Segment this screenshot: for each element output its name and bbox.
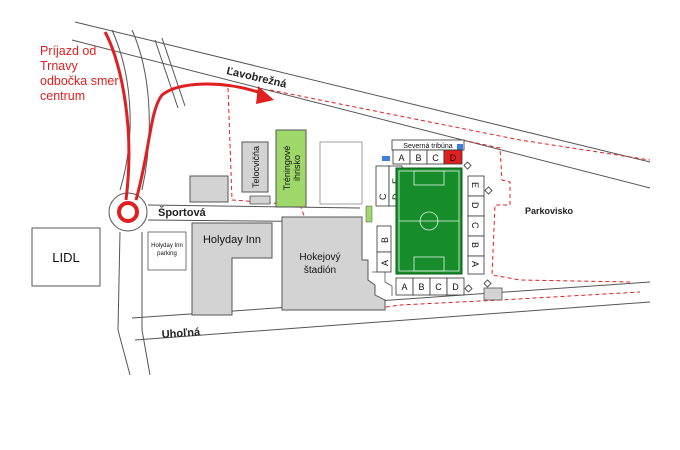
parking-label-1: Holyday Inn bbox=[151, 243, 183, 249]
west-sector-A-label: A bbox=[380, 260, 390, 266]
parking-label-2: parking bbox=[157, 251, 177, 257]
pitch-markings bbox=[398, 170, 460, 272]
south-sector-D[interactable] bbox=[446, 277, 465, 296]
east-sector-A-label: A bbox=[470, 261, 480, 267]
south-sector-C-label: C bbox=[435, 282, 442, 292]
telocvicna-label: Telocvičňa bbox=[251, 146, 261, 188]
holyday-inn-parking bbox=[147, 231, 187, 271]
south-sector-D-label: D bbox=[452, 282, 459, 292]
north-sector-D-label: D bbox=[450, 153, 457, 163]
route-line-2: Trnavy bbox=[40, 59, 78, 73]
north-sector-C-label: C bbox=[432, 153, 439, 163]
stadium-corner bbox=[372, 271, 393, 296]
hockey-label-1: Hokejový bbox=[299, 252, 340, 263]
north-sector-A-label: A bbox=[398, 153, 404, 163]
parkovisko-label: Parkovisko bbox=[525, 206, 574, 216]
rail-tracks bbox=[154, 37, 186, 109]
lidl-label: LIDL bbox=[52, 250, 79, 265]
corner-marker bbox=[382, 156, 390, 161]
lavobrezna-road bbox=[71, 21, 651, 189]
training-label-2: ihrisko bbox=[292, 155, 302, 181]
sportova-label: Športová bbox=[158, 206, 207, 219]
telocvicna-annex bbox=[249, 195, 271, 205]
uholna-label: Uhoľná bbox=[161, 326, 201, 341]
training-label-1: Tréningové bbox=[282, 146, 292, 191]
accent-marker bbox=[457, 144, 463, 150]
north-sector-B-label: B bbox=[415, 153, 421, 163]
football-stadium: Severná tribúna A B C D C D E B bbox=[365, 139, 493, 296]
north-stand-label: Severná tribúna bbox=[403, 143, 453, 150]
east-stand: E D C B A bbox=[467, 175, 485, 275]
hockey-label-2: štadión bbox=[304, 265, 336, 276]
west-gate bbox=[365, 205, 373, 223]
holyday-inn-building bbox=[191, 222, 273, 316]
court-outline bbox=[319, 141, 363, 205]
roundabout bbox=[108, 192, 148, 232]
entrance-markers bbox=[463, 161, 493, 293]
small-building bbox=[189, 175, 229, 203]
west-sector-B-label: B bbox=[380, 237, 390, 243]
north-stand: A B C D bbox=[392, 149, 463, 165]
route-line-1: Príjazd od bbox=[40, 44, 96, 58]
route-line-3: odbočka smer bbox=[40, 74, 119, 88]
south-sector-B-label: B bbox=[418, 282, 424, 292]
west-sector-C-label: C bbox=[378, 193, 388, 200]
hockey-stadium-building bbox=[281, 216, 386, 311]
lidl-building bbox=[31, 227, 101, 287]
north-sector-D[interactable] bbox=[443, 149, 463, 165]
east-sector-D-label: D bbox=[470, 202, 480, 209]
route-line-4: centrum bbox=[40, 89, 85, 103]
south-sector-A-label: A bbox=[401, 282, 407, 292]
training-pitch bbox=[275, 129, 307, 208]
route-text: Príjazd od Trnavy odbočka smer centrum bbox=[40, 44, 119, 103]
east-sector-E-label: E bbox=[470, 182, 480, 188]
east-sector-C-label: C bbox=[470, 222, 480, 229]
east-sector-A[interactable] bbox=[467, 255, 485, 275]
telocvicna-building bbox=[241, 141, 269, 193]
south-stand: A B C D bbox=[395, 277, 465, 296]
route-arrowhead bbox=[256, 86, 274, 104]
holyday-inn-label: Holyday Inn bbox=[203, 234, 261, 246]
west-stand-lower: B A bbox=[376, 225, 392, 273]
main-road bbox=[111, 29, 151, 376]
small-box bbox=[483, 287, 503, 301]
east-sector-B-label: B bbox=[470, 242, 480, 248]
route-arrow bbox=[103, 31, 259, 201]
